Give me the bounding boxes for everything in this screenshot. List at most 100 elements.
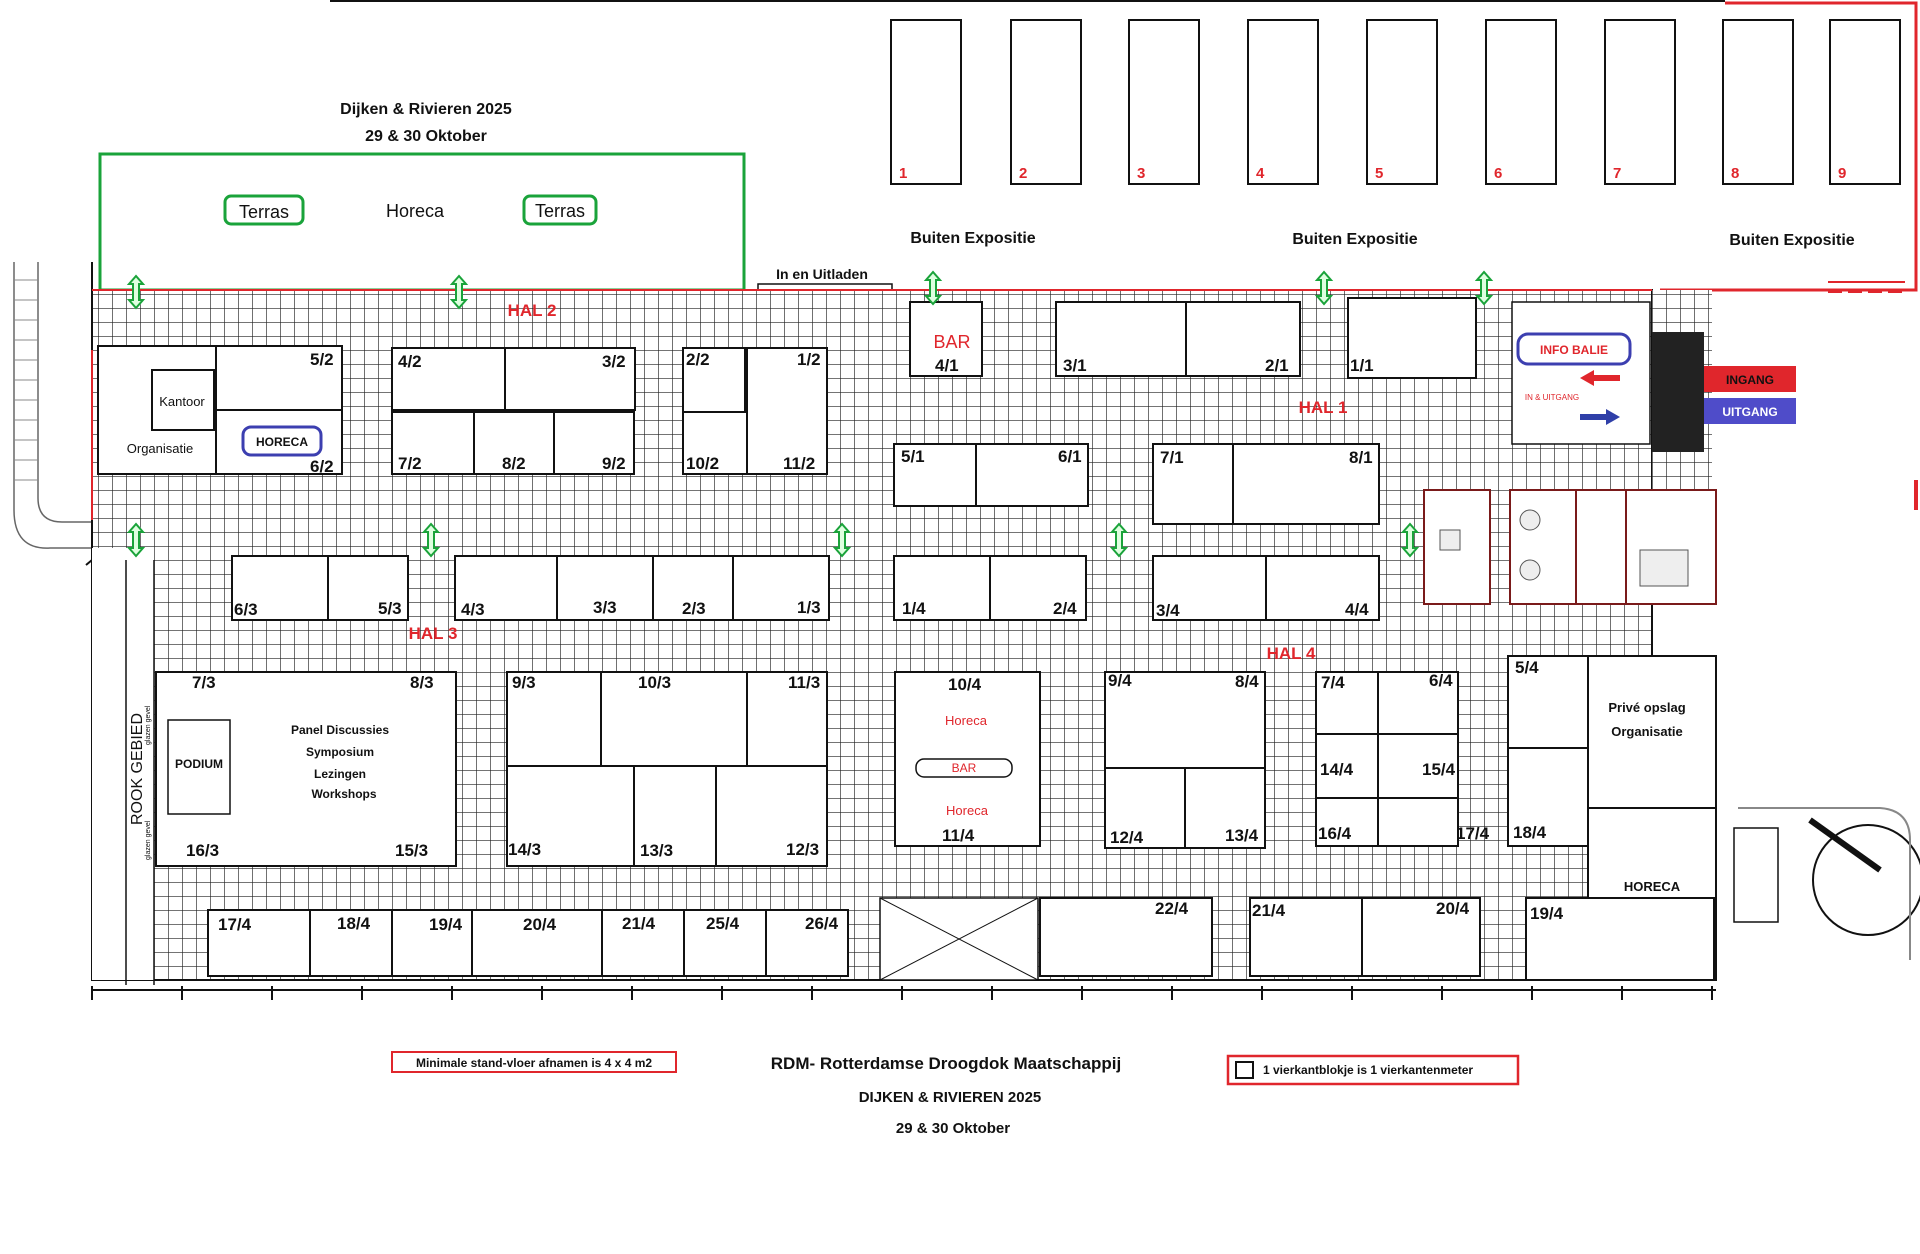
stand-box[interactable] xyxy=(1347,297,1477,379)
stand-box[interactable] xyxy=(1525,897,1715,981)
stand-box[interactable] xyxy=(600,671,748,767)
stand-box[interactable] xyxy=(391,909,473,977)
stand-label-s12_4: 12/4 xyxy=(1110,828,1144,847)
stand-label-s7_2: 7/2 xyxy=(398,454,422,473)
event-title: Dijken & Rivieren 2025 xyxy=(340,101,512,118)
stand-box[interactable] xyxy=(1055,301,1187,377)
stand-box[interactable] xyxy=(1152,555,1267,621)
legend-text: 1 vierkantblokje is 1 vierkantenmeter xyxy=(1263,1063,1473,1077)
stand-label-s18_4: 18/4 xyxy=(1513,823,1547,842)
stand-label-s16_4: 16/4 xyxy=(1318,824,1352,843)
stand-box[interactable] xyxy=(231,555,329,621)
stand-box[interactable] xyxy=(1104,767,1186,849)
stand-box[interactable] xyxy=(151,369,215,431)
outdoor-plot xyxy=(1722,19,1794,185)
program-workshops: Workshops xyxy=(311,787,376,801)
stand-box[interactable] xyxy=(989,555,1087,621)
stand-box[interactable] xyxy=(1184,767,1266,849)
stand-box[interactable] xyxy=(682,411,748,475)
stand-box[interactable] xyxy=(1587,655,1717,809)
stand-box[interactable] xyxy=(327,555,409,621)
stand-box[interactable] xyxy=(732,555,830,621)
stand-box[interactable] xyxy=(1039,897,1213,977)
stand-box[interactable] xyxy=(1232,443,1380,525)
stand-box[interactable] xyxy=(506,765,635,867)
stand-box[interactable] xyxy=(391,411,475,475)
buiten-expositie-2: Buiten Expositie xyxy=(1292,231,1417,248)
stand-label-s6_4: 6/4 xyxy=(1429,671,1453,690)
ingang-sign xyxy=(1704,366,1796,392)
stand-box[interactable] xyxy=(1507,655,1589,749)
outdoor-plot xyxy=(1366,19,1438,185)
bar-label: BAR xyxy=(933,332,970,352)
door-arrows xyxy=(126,270,1494,558)
stand-label-s6_3: 6/3 xyxy=(234,600,258,619)
outdoor-plot-number: 9 xyxy=(1838,165,1846,182)
stand-box[interactable] xyxy=(715,765,828,867)
stand-box[interactable] xyxy=(215,345,343,411)
stand-box[interactable] xyxy=(746,671,828,767)
stand-box[interactable] xyxy=(1377,797,1459,847)
stand-box[interactable] xyxy=(1315,671,1379,735)
stand-label-c21_4: 21/4 xyxy=(1252,901,1286,920)
stand-label-s15_3: 15/3 xyxy=(395,841,428,860)
outdoor-plot-number: 5 xyxy=(1375,165,1383,182)
stand-label-s14_4: 14/4 xyxy=(1320,760,1354,779)
stand-label-s4_2: 4/2 xyxy=(398,352,422,371)
stand-label-s13_3: 13/3 xyxy=(640,841,673,860)
stand-box[interactable] xyxy=(601,909,685,977)
stand-box[interactable] xyxy=(975,443,1089,507)
hal-4-label: HAL 4 xyxy=(1267,644,1316,663)
buiten-expositie-1: Buiten Expositie xyxy=(910,230,1035,247)
stand-label-s13_4: 13/4 xyxy=(1225,826,1259,845)
stand-box[interactable] xyxy=(1377,671,1459,735)
stand-box[interactable] xyxy=(765,909,849,977)
stand-label-b17_4: 17/4 xyxy=(218,915,252,934)
stand-label-s1_1: 1/1 xyxy=(1350,356,1374,375)
stand-box[interactable] xyxy=(553,411,635,475)
stand-box[interactable] xyxy=(1377,733,1459,799)
stand-box[interactable] xyxy=(1265,555,1380,621)
stand-box[interactable] xyxy=(1249,897,1363,977)
stand-box[interactable] xyxy=(1361,897,1481,977)
stand-label-s15_4: 15/4 xyxy=(1422,760,1456,779)
stand-label-s8_1: 8/1 xyxy=(1349,448,1373,467)
stand-box[interactable] xyxy=(746,347,828,475)
stand-label-s3_2: 3/2 xyxy=(602,352,626,371)
outdoor-plot-number: 6 xyxy=(1494,165,1502,182)
footer-event: DIJKEN & RIVIEREN 2025 xyxy=(859,1089,1042,1106)
min-stand-note: Minimale stand-vloer afnamen is 4 x 4 m2 xyxy=(416,1056,652,1070)
stand-label-s3_3: 3/3 xyxy=(593,598,617,617)
horeca-hal4-top: Horeca xyxy=(945,713,988,728)
glazen-gevel-1: glazen gevel xyxy=(145,705,152,745)
stand-box[interactable] xyxy=(652,555,734,621)
stand-box[interactable] xyxy=(893,443,977,507)
stand-label-s12_3: 12/3 xyxy=(786,840,819,859)
stand-label-s4_3: 4/3 xyxy=(461,600,485,619)
outdoor-plot xyxy=(890,19,962,185)
stand-box[interactable] xyxy=(1185,301,1301,377)
stand-box[interactable] xyxy=(682,347,746,413)
stand-box[interactable] xyxy=(633,765,717,867)
stand-box[interactable] xyxy=(504,347,636,411)
stand-label-s8_4: 8/4 xyxy=(1235,672,1259,691)
outdoor-plot-number: 1 xyxy=(899,165,907,182)
stand-box[interactable] xyxy=(454,555,558,621)
stand-label-s7_4: 7/4 xyxy=(1321,673,1345,692)
stand-label-s10_4: 10/4 xyxy=(948,675,982,694)
program-panel: Panel Discussies xyxy=(291,723,389,737)
stand-box[interactable] xyxy=(909,301,983,377)
stand-box[interactable] xyxy=(471,909,603,977)
stand-box[interactable] xyxy=(391,347,507,411)
event-dates: 29 & 30 Oktober xyxy=(365,128,487,145)
footer-dates: 29 & 30 Oktober xyxy=(896,1120,1010,1137)
uitgang-label: UITGANG xyxy=(1722,405,1777,419)
bar-hal4-label: BAR xyxy=(952,761,977,775)
terras-right-label: Terras xyxy=(535,201,585,221)
stand-box[interactable] xyxy=(1152,443,1234,525)
organisatie-label: Organisatie xyxy=(127,441,193,456)
stand-box[interactable] xyxy=(556,555,654,621)
stand-label-s5_1: 5/1 xyxy=(901,447,925,466)
loading-label: In en Uitladen xyxy=(776,266,868,282)
